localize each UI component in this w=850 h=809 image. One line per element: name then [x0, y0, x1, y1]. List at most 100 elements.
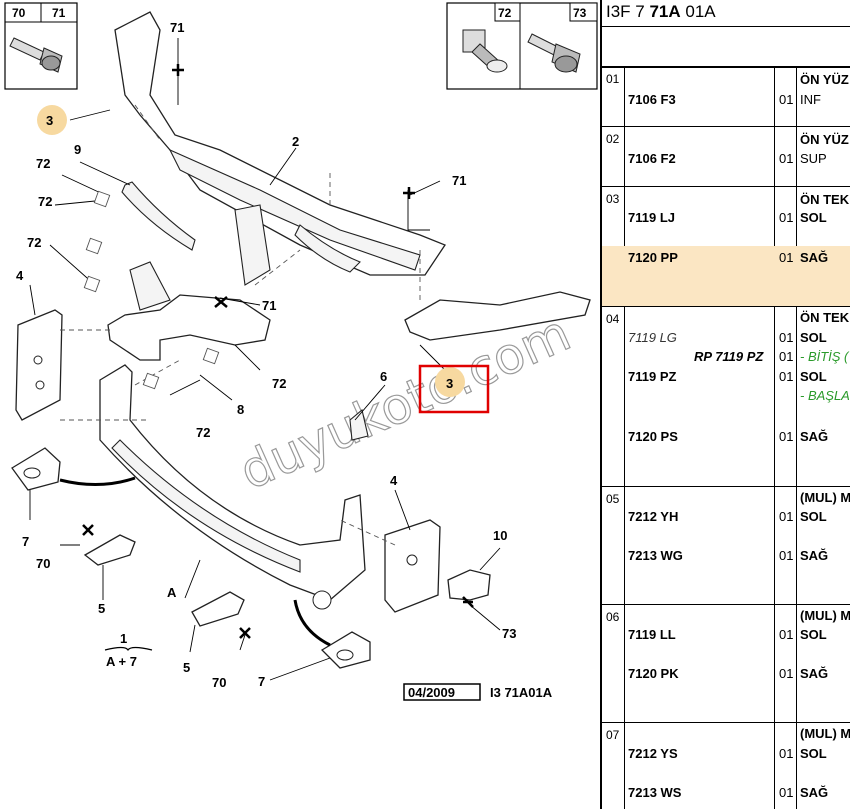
callout-7[interactable]: 7 — [258, 674, 265, 689]
callout-1[interactable]: 1 — [120, 631, 127, 646]
part-number[interactable]: 7106 F2 — [628, 151, 676, 166]
callout-6[interactable]: 6 — [380, 369, 387, 384]
callout-A[interactable]: A — [167, 585, 177, 600]
quantity: 01 — [779, 151, 794, 166]
bolt-icon — [9, 37, 63, 73]
callout-70[interactable]: 70 — [212, 675, 226, 690]
part-number[interactable]: 7212 YH — [628, 509, 679, 524]
table-row-07[interactable]: 07 (MUL) M 7212 YS 01 SOL 7213 WS 01 SAĞ — [602, 724, 850, 809]
callout-3[interactable]: 3 — [446, 376, 453, 391]
callout-8[interactable]: 8 — [237, 402, 244, 417]
part-number[interactable]: 7119 PZ — [628, 369, 677, 384]
part-mount-right[interactable] — [320, 631, 371, 669]
quantity: 01 — [779, 785, 794, 800]
part-number[interactable]: 7119 LL — [628, 627, 676, 642]
row-description: ÖN YÜZ — [800, 72, 849, 87]
row-side: SAĞ — [800, 785, 829, 800]
part-number[interactable]: 7213 WS — [628, 785, 682, 800]
callout-72[interactable]: 72 — [272, 376, 286, 391]
row-number: 01 — [606, 72, 620, 86]
row-side: SOL — [800, 627, 827, 642]
bolt-markers — [82, 64, 474, 639]
row-side: SAĞ — [800, 666, 829, 681]
part-right-bracket[interactable] — [404, 291, 591, 341]
part-lower-crossmember[interactable] — [99, 364, 366, 610]
callout-71[interactable]: 71 — [262, 298, 276, 313]
part-plate-right[interactable] — [191, 591, 245, 627]
callout-72[interactable]: 72 — [196, 425, 210, 440]
brace-icon — [104, 646, 153, 652]
part-left-side-bracket[interactable] — [15, 309, 63, 421]
replacement-part-number[interactable]: RP 7119 PZ — [694, 349, 764, 364]
footer-reference: I3 71A01A — [490, 685, 553, 700]
quantity: 01 — [779, 250, 794, 265]
callout-71-inset: 71 — [52, 6, 66, 20]
table-row-05[interactable]: 05 (MUL) M 7212 YH 01 SOL 7213 WG 01 SAĞ — [602, 488, 850, 604]
callout-4[interactable]: 4 — [16, 268, 24, 283]
row-side: SOL — [800, 210, 827, 225]
badge-3-right — [435, 367, 465, 397]
highlighted-row — [602, 246, 850, 306]
exploded-parts-diagram: duyukoto.com 70 71 72 73 — [4, 2, 598, 701]
callout-10[interactable]: 10 — [493, 528, 507, 543]
callout-5[interactable]: 5 — [183, 660, 190, 675]
row-description: ÖN YÜZ — [800, 132, 849, 147]
part-number[interactable]: 7212 YS — [628, 746, 678, 761]
quantity: 01 — [779, 746, 794, 761]
clip-icon — [462, 29, 508, 73]
table-row-02[interactable]: 02 ÖN YÜZ 7106 F2 01 SUP — [602, 128, 850, 186]
row-side: SOL — [800, 369, 827, 384]
inset-bolt-70-71[interactable]: 70 71 — [4, 2, 78, 90]
row-variant: SUP — [800, 151, 827, 166]
part-number-superseded[interactable]: 7119 LG — [628, 330, 677, 345]
callout-72[interactable]: 72 — [38, 194, 52, 209]
quantity: 01 — [779, 429, 794, 444]
part-seal-strip[interactable] — [121, 181, 196, 251]
part-number[interactable]: 7119 LJ — [628, 210, 675, 225]
callout-9[interactable]: 9 — [74, 142, 81, 157]
part-number[interactable]: 7120 PS — [628, 429, 678, 444]
part-right-side-bracket[interactable] — [384, 519, 441, 613]
part-upper-crossmember[interactable] — [114, 11, 446, 286]
quantity: 01 — [779, 369, 794, 384]
callout-3[interactable]: 3 — [46, 113, 53, 128]
footer-date-box — [403, 683, 481, 701]
callout-73[interactable]: 73 — [502, 626, 516, 641]
row-number: 06 — [606, 610, 620, 624]
callout-70[interactable]: 70 — [36, 556, 50, 571]
callout-2[interactable]: 2 — [292, 134, 299, 149]
inset-fasteners-72-73[interactable]: 72 73 — [446, 2, 598, 90]
row-number: 02 — [606, 132, 620, 146]
row-side: SOL — [800, 746, 827, 761]
part-number[interactable]: 7213 WG — [628, 548, 683, 563]
callout-5[interactable]: 5 — [98, 601, 105, 616]
parts-table-panel: I3F 7 71A 01A 01 ÖN YÜZ 7106 F3 01 INF 0… — [600, 0, 850, 809]
quantity: 01 — [779, 548, 794, 563]
table-row-03[interactable]: 03 ÖN TEK 7119 LJ 01 SOL 7120 PP 01 SAĞ — [602, 188, 850, 306]
callout-4[interactable]: 4 — [390, 473, 398, 488]
quantity: 01 — [779, 349, 794, 364]
row-number: 04 — [606, 312, 620, 326]
footer-date: 04/2009 — [408, 685, 455, 700]
part-air-duct[interactable] — [107, 261, 271, 361]
callout-71[interactable]: 71 — [170, 20, 184, 35]
table-row-06[interactable]: 06 (MUL) M 7119 LL 01 SOL 7120 PK 01 SAĞ — [602, 606, 850, 722]
callout-72[interactable]: 72 — [27, 235, 41, 250]
part-number[interactable]: 7106 F3 — [628, 92, 676, 107]
part-plate-left[interactable] — [83, 534, 136, 566]
part-small-clip-6[interactable] — [349, 409, 369, 441]
row-description: ÖN TEK — [800, 192, 850, 207]
selected-part-highlight[interactable] — [418, 364, 490, 414]
part-bracket-10[interactable] — [447, 569, 491, 601]
part-number-selected[interactable]: 7120 PP — [628, 250, 678, 265]
part-number[interactable]: 7120 PK — [628, 666, 679, 681]
part-mount-left[interactable] — [11, 447, 61, 491]
panel-title: I3F 7 71A 01A — [606, 2, 716, 21]
callout-72[interactable]: 72 — [36, 156, 50, 171]
watermark: duyukoto.com — [231, 304, 578, 501]
table-row-01[interactable]: 01 ÖN YÜZ 7106 F3 01 INF — [602, 68, 850, 126]
callout-7[interactable]: 7 — [22, 534, 29, 549]
callout-71[interactable]: 71 — [452, 173, 466, 188]
callout-A-plus-7[interactable]: A + 7 — [106, 654, 137, 669]
table-row-04[interactable]: 04 ÖN TEK 7119 LG 01 SOL RP 7119 PZ 01 -… — [602, 308, 850, 486]
